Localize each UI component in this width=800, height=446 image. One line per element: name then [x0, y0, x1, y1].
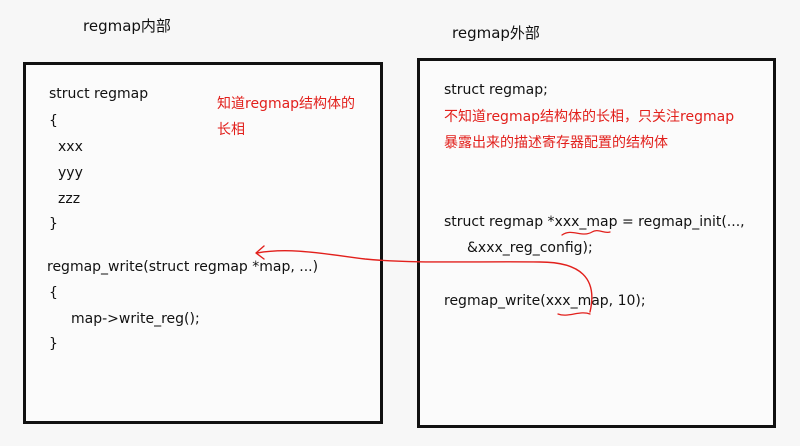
- right-annotation-line: 不知道regmap结构体的长相，只关注regmap: [444, 109, 735, 125]
- right-annotation-line: 暴露出来的描述寄存器配置的结构体: [444, 135, 668, 151]
- code-line: xxx: [58, 139, 83, 155]
- code-line: &xxx_reg_config);: [467, 240, 593, 256]
- code-line: map->write_reg();: [71, 311, 200, 327]
- code-line: {: [49, 113, 58, 129]
- right-panel-heading: regmap外部: [452, 24, 540, 42]
- code-line: regmap_write(struct regmap *map, ...): [47, 259, 319, 275]
- left-annotation-line: 长相: [217, 122, 245, 138]
- left-annotation-line: 知道regmap结构体的: [217, 96, 356, 112]
- code-line: zzz: [58, 191, 81, 207]
- code-line: struct regmap: [49, 86, 149, 102]
- code-line: }: [49, 336, 58, 352]
- code-line: {: [49, 285, 58, 301]
- right-panel-box: [417, 58, 776, 428]
- left-panel-heading: regmap内部: [83, 17, 171, 35]
- code-line: regmap_write(xxx_map, 10);: [444, 293, 646, 309]
- left-panel-box: [23, 62, 383, 424]
- code-line: struct regmap;: [444, 82, 548, 98]
- code-line: }: [49, 216, 58, 232]
- code-line: yyy: [58, 165, 83, 181]
- code-line: struct regmap *xxx_map = regmap_init(...…: [444, 214, 745, 230]
